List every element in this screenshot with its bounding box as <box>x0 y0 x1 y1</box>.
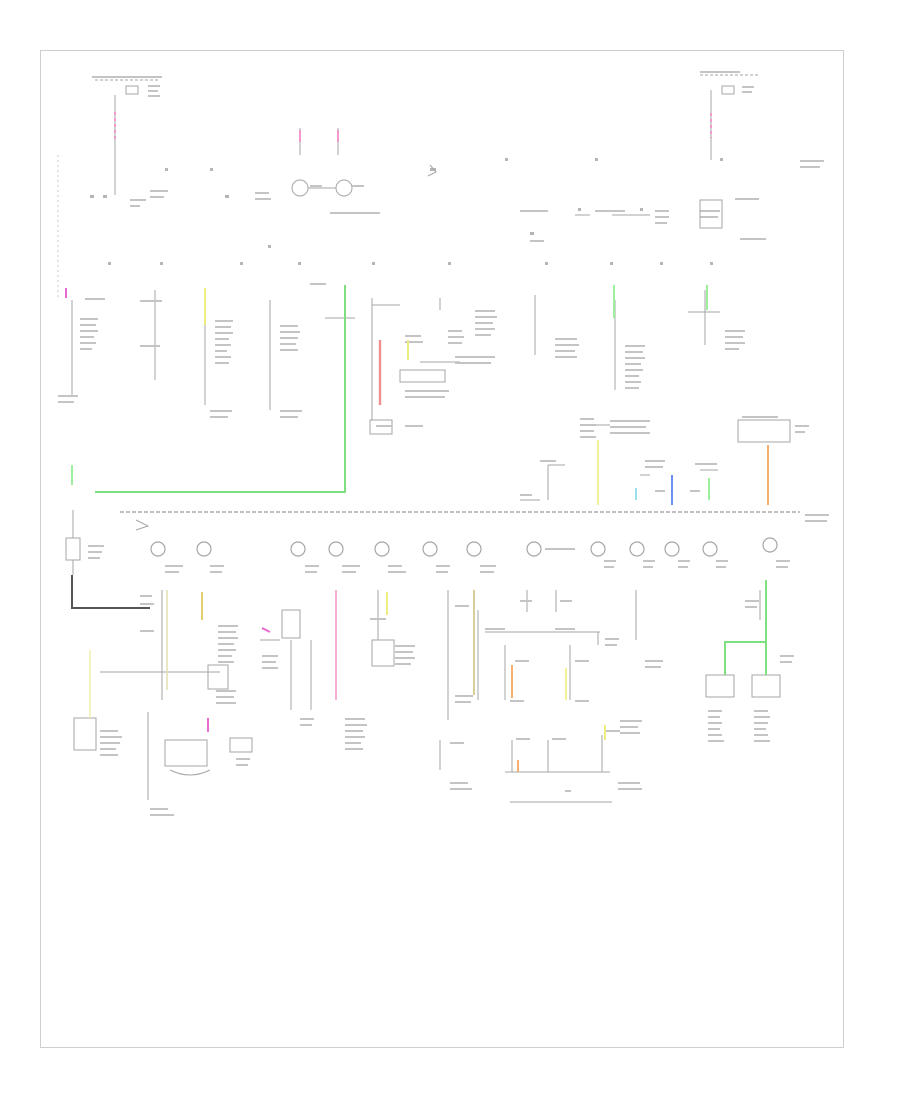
connector-circles <box>150 537 778 557</box>
green-main-wire <box>95 285 346 493</box>
lower-label-blocks <box>100 595 794 816</box>
connector-c6 <box>422 541 438 557</box>
left-return-wire <box>71 575 150 609</box>
connector-c1 <box>150 541 166 557</box>
lower-components <box>73 590 781 803</box>
middle-components <box>71 290 720 435</box>
right-middle-label-blocks <box>520 416 809 496</box>
connector-c8 <box>526 541 542 557</box>
connector-c5 <box>374 541 390 557</box>
connector-c2 <box>196 541 212 557</box>
connector-c10 <box>629 541 645 557</box>
left-ground-component <box>65 510 81 575</box>
upper-right-relay-boxes <box>575 199 723 229</box>
connector-c9 <box>590 541 606 557</box>
right-middle-relays <box>547 419 791 500</box>
green-wire-lower <box>724 580 767 675</box>
diagram-frame <box>40 50 844 1048</box>
magenta-wire-3 <box>261 627 271 633</box>
connector-c11 <box>664 541 680 557</box>
top-left-fuse-block <box>95 79 160 195</box>
connector-c13 <box>762 537 778 553</box>
connector-c4 <box>328 541 344 557</box>
connector-c3 <box>290 541 306 557</box>
middle-label-blocks <box>58 283 745 427</box>
bus-label <box>805 514 829 522</box>
upper-connector-marks <box>90 158 723 265</box>
misc-glyphs <box>135 164 540 531</box>
circle-labels <box>88 545 790 573</box>
connector-c12 <box>702 541 718 557</box>
label-blocks <box>92 71 824 242</box>
connector-c7 <box>466 541 482 557</box>
